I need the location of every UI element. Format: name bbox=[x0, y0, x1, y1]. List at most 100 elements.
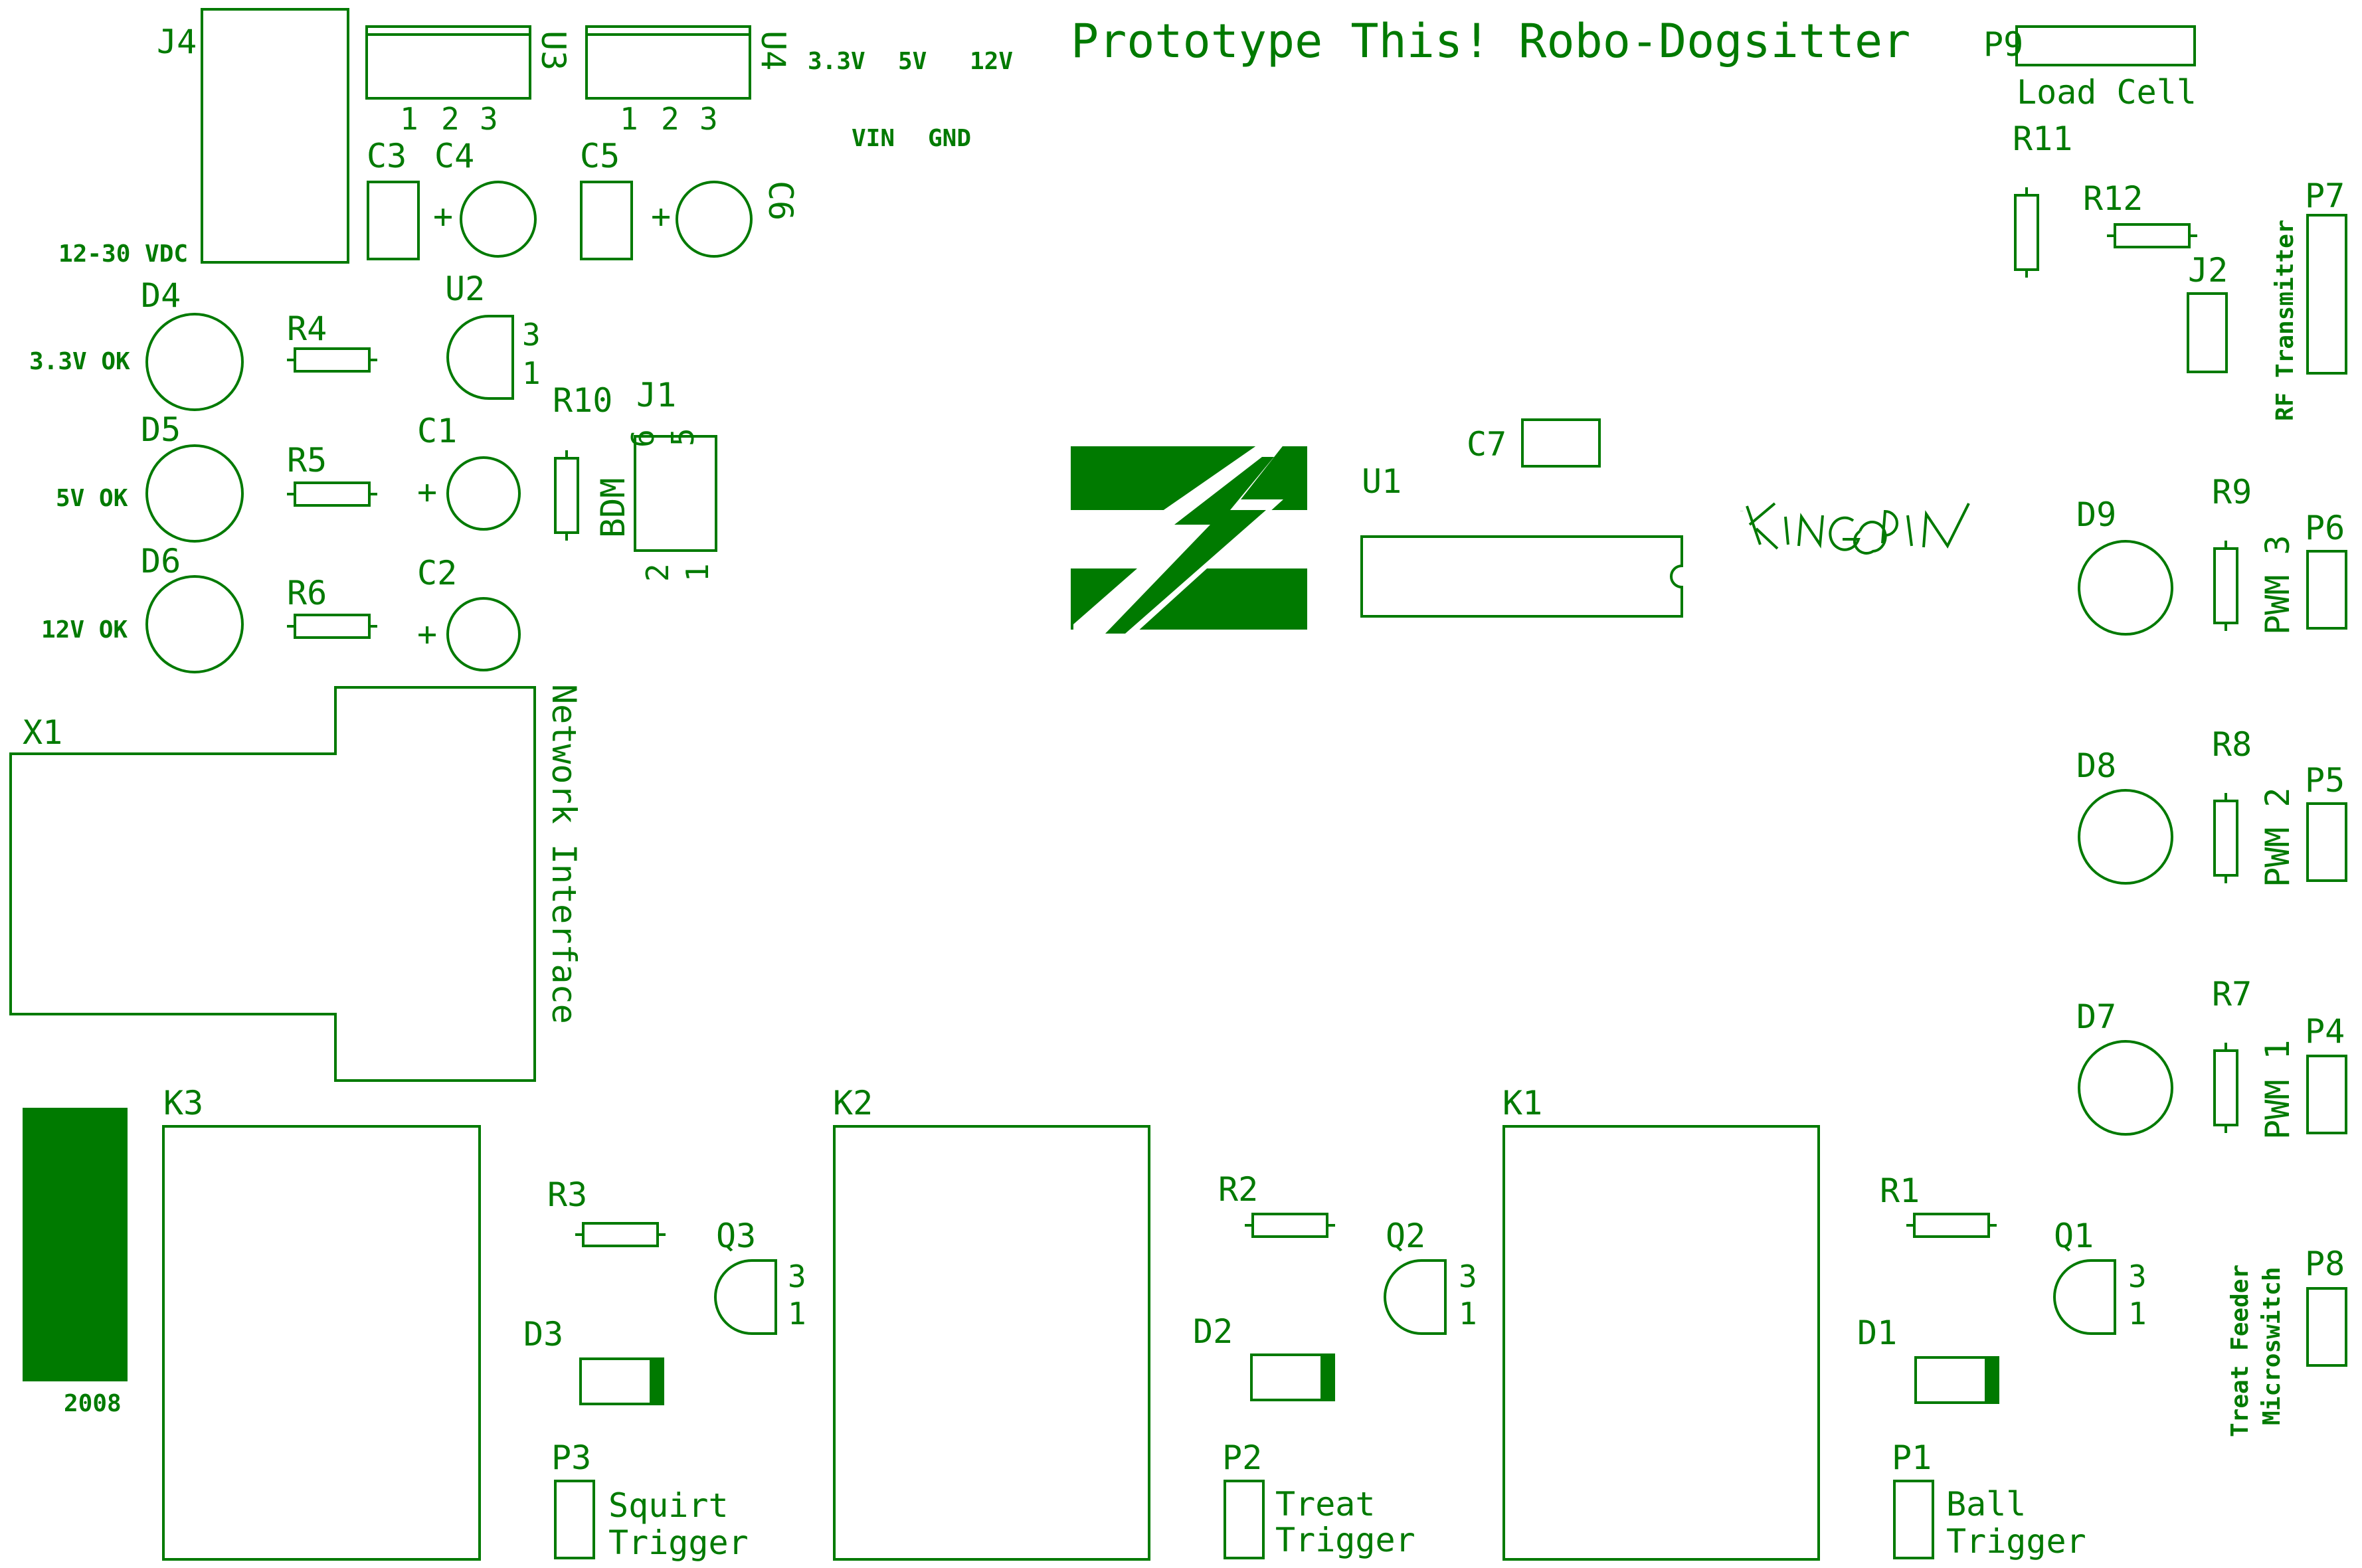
led-d8: D8 bbox=[2076, 746, 2173, 885]
svg-text:C7: C7 bbox=[1467, 425, 1506, 464]
svg-text:Trigger: Trigger bbox=[1946, 1522, 2086, 1561]
svg-text:5: 5 bbox=[665, 428, 701, 446]
bdm-header-j1: J1 6 5 2 1 BDM bbox=[594, 376, 717, 582]
regulator-u4: U4 1 2 3 bbox=[585, 25, 792, 137]
svg-text:U1: U1 bbox=[1362, 462, 1402, 501]
svg-text:3: 3 bbox=[788, 1259, 806, 1294]
svg-text:R6: R6 bbox=[287, 574, 327, 612]
capacitor-c6: + C6 bbox=[651, 181, 800, 258]
svg-text:3: 3 bbox=[1459, 1259, 1477, 1294]
resistor-r11: R11 bbox=[2013, 120, 2072, 278]
connector-j4: J4 12-30 VDC bbox=[58, 8, 349, 268]
regulator-u3: U3 1 2 3 bbox=[365, 25, 573, 137]
capacitor-c5: C5 bbox=[580, 137, 633, 260]
svg-text:1: 1 bbox=[522, 355, 541, 391]
resistor-r8: R8 bbox=[2212, 725, 2252, 883]
svg-text:X1: X1 bbox=[23, 713, 62, 752]
svg-text:J2: J2 bbox=[2188, 251, 2228, 290]
svg-text:P3: P3 bbox=[551, 1438, 591, 1477]
svg-text:Microswitch: Microswitch bbox=[2258, 1267, 2286, 1425]
header-p5: P5 PWM 2 bbox=[2258, 761, 2347, 887]
svg-text:Load Cell: Load Cell bbox=[2017, 73, 2197, 112]
svg-text:2008: 2008 bbox=[64, 1390, 122, 1417]
led-d4: D4 3.3V OK bbox=[29, 276, 244, 411]
svg-text:D9: D9 bbox=[2076, 495, 2116, 534]
svg-text:P6: P6 bbox=[2305, 509, 2345, 547]
network-module-x1: X1 Network Interface bbox=[9, 684, 583, 1082]
svg-text:R12: R12 bbox=[2083, 179, 2143, 218]
svg-text:R8: R8 bbox=[2212, 725, 2252, 764]
kingpin-logo: KINGPIN bbox=[1740, 502, 1970, 555]
resistor-r7: R7 bbox=[2212, 975, 2252, 1133]
svg-text:12V OK: 12V OK bbox=[41, 616, 128, 644]
svg-text:1: 1 bbox=[620, 101, 638, 137]
svg-text:R1: R1 bbox=[1880, 1172, 1920, 1210]
resistor-r5: R5 bbox=[287, 441, 377, 507]
transistor-q3: Q3 3 1 bbox=[714, 1217, 806, 1335]
led-d7: D7 bbox=[2076, 998, 2173, 1136]
svg-text:3: 3 bbox=[522, 317, 541, 353]
svg-text:U4: U4 bbox=[754, 31, 792, 70]
svg-text:Treat: Treat bbox=[1275, 1485, 1376, 1524]
svg-text:D1: D1 bbox=[1857, 1314, 1897, 1352]
svg-text:Trigger: Trigger bbox=[608, 1524, 749, 1562]
svg-text:K2: K2 bbox=[833, 1084, 873, 1122]
svg-text:D6: D6 bbox=[141, 542, 181, 580]
svg-text:3.3V OK: 3.3V OK bbox=[29, 348, 130, 375]
relay-k1: K1 bbox=[1502, 1084, 1820, 1561]
svg-text:C5: C5 bbox=[580, 137, 620, 175]
resistor-r2: R2 bbox=[1218, 1170, 1335, 1238]
svg-text:+: + bbox=[651, 197, 671, 236]
capacitor-c2: + C2 bbox=[417, 554, 521, 671]
svg-text:+: + bbox=[417, 615, 437, 653]
svg-text:Treat Feeder: Treat Feeder bbox=[2226, 1264, 2254, 1437]
svg-text:D7: D7 bbox=[2076, 998, 2116, 1036]
header-p6: P6 PWM 3 bbox=[2258, 509, 2347, 635]
resistor-r12: R12 bbox=[2083, 179, 2197, 248]
svg-text:R5: R5 bbox=[287, 441, 327, 479]
svg-text:R2: R2 bbox=[1218, 1170, 1258, 1209]
header-p4: P4 PWM 1 bbox=[2258, 1012, 2347, 1140]
svg-text:1: 1 bbox=[1459, 1296, 1477, 1332]
header-p8: P8 Treat Feeder Microswitch bbox=[2226, 1245, 2347, 1437]
mcu-u1: U1 bbox=[1360, 462, 1683, 618]
resistor-r10: R10 bbox=[553, 381, 612, 541]
svg-text:2: 2 bbox=[441, 101, 460, 137]
led-d9: D9 bbox=[2076, 495, 2173, 636]
header-p2: P2 Treat Trigger bbox=[1222, 1438, 1415, 1559]
svg-text:D4: D4 bbox=[141, 276, 181, 315]
svg-text:1: 1 bbox=[680, 563, 715, 582]
svg-text:Q2: Q2 bbox=[1386, 1217, 1425, 1255]
svg-text:R7: R7 bbox=[2212, 975, 2252, 1013]
svg-text:C4: C4 bbox=[434, 137, 474, 175]
header-p7: P7 RF Transmitter bbox=[2272, 177, 2347, 421]
rail-5v-label: 5V bbox=[898, 48, 927, 75]
year-block: 2008 bbox=[23, 1108, 128, 1417]
svg-text:D2: D2 bbox=[1193, 1312, 1233, 1351]
svg-text:P2: P2 bbox=[1222, 1438, 1262, 1477]
capacitor-c1: + C1 bbox=[417, 412, 521, 531]
svg-text:3: 3 bbox=[699, 101, 718, 137]
svg-text:P9: P9 bbox=[1983, 25, 2023, 64]
svg-text:J1: J1 bbox=[636, 376, 676, 414]
resistor-r3: R3 bbox=[547, 1176, 666, 1247]
vin-label: VIN bbox=[852, 125, 895, 152]
svg-text:5V OK: 5V OK bbox=[56, 485, 128, 512]
resistor-r9: R9 bbox=[2212, 473, 2252, 631]
svg-text:2: 2 bbox=[661, 101, 680, 137]
resistor-r4: R4 bbox=[287, 309, 377, 373]
svg-text:3: 3 bbox=[2128, 1259, 2147, 1294]
board-title: Prototype This! Robo-Dogsitter bbox=[1071, 14, 1910, 68]
svg-text:+: + bbox=[433, 197, 453, 236]
svg-text:D3: D3 bbox=[523, 1315, 563, 1353]
svg-text:R9: R9 bbox=[2212, 473, 2252, 511]
svg-text:Trigger: Trigger bbox=[1275, 1521, 1415, 1559]
relay-k2: K2 bbox=[833, 1084, 1150, 1561]
svg-text:P4: P4 bbox=[2305, 1012, 2345, 1051]
svg-text:C6: C6 bbox=[761, 181, 800, 220]
transistor-q1: Q1 3 1 bbox=[2053, 1217, 2147, 1335]
lightning-logo bbox=[1071, 444, 1307, 639]
svg-text:3: 3 bbox=[480, 101, 498, 137]
svg-text:R4: R4 bbox=[287, 309, 327, 348]
svg-text:P1: P1 bbox=[1892, 1438, 1932, 1477]
